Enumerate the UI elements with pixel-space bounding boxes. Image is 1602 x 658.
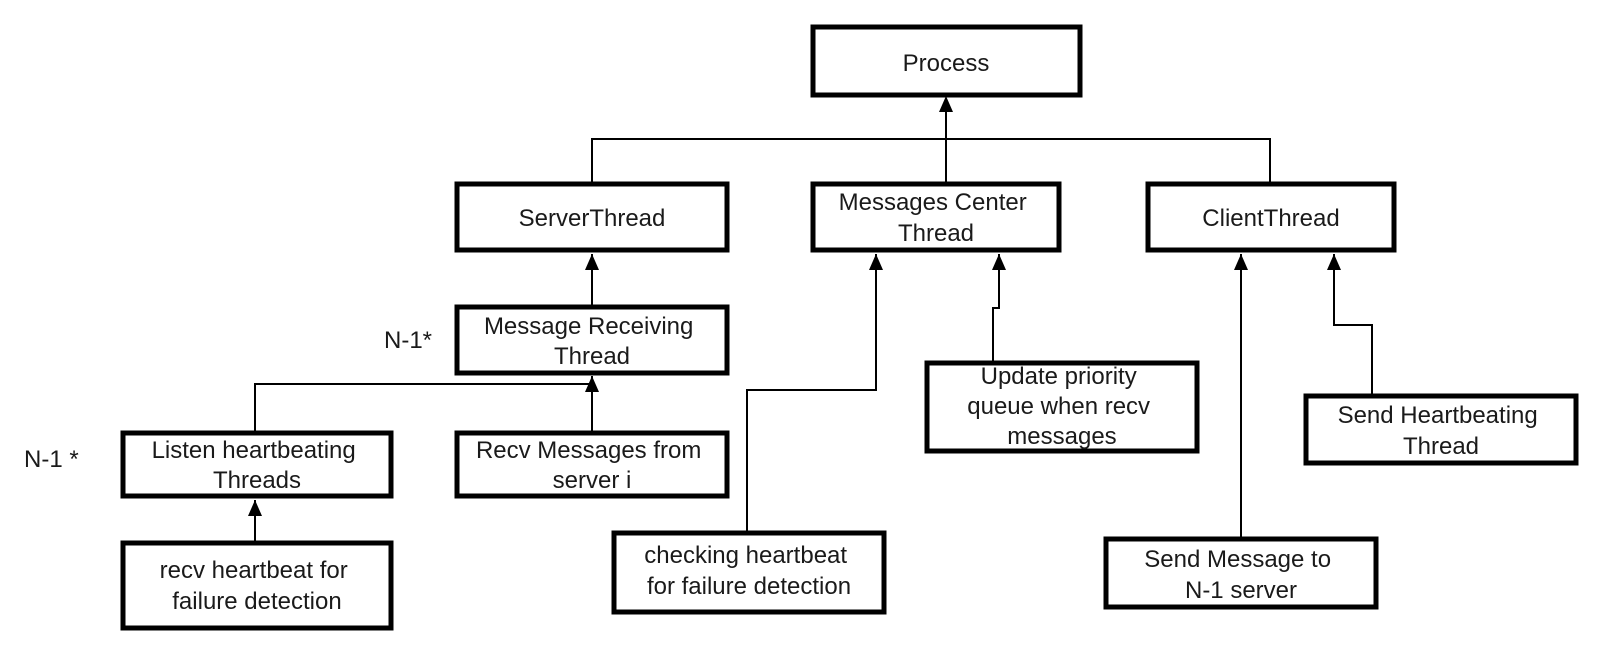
node-update-priority-queue-label: Update priority queue when recv messages: [967, 363, 1156, 450]
node-recv-messages-from-server-label: Recv Messages from server i: [476, 437, 708, 494]
arrowhead-message-receiving: [585, 376, 599, 392]
arrowhead-messages-center-right: [992, 254, 1006, 270]
node-client-thread-label: ClientThread: [1202, 205, 1339, 232]
node-recv-heartbeat: recv heartbeat for failure detection: [120, 540, 394, 631]
arrowhead-client-thread-left: [1234, 254, 1248, 270]
message-receiving-multiplicity-label: N-1*: [384, 327, 432, 354]
node-recv-heartbeat-label: recv heartbeat for failure detection: [160, 557, 355, 615]
node-listen-heartbeating-threads: Listen heartbeating Threads: [120, 430, 394, 499]
node-send-message-label: Send Message to N-1 server: [1144, 546, 1337, 604]
node-update-priority-queue: Update priority queue when recv messages: [924, 360, 1200, 454]
node-checking-heartbeat-label: checking heartbeat for failure detection: [644, 542, 853, 600]
edge-listen-heartbeating-to-message-receiving: [254, 376, 593, 432]
node-process-label: Process: [903, 50, 990, 77]
node-messages-center-thread-label: Messages Center Thread: [839, 189, 1034, 247]
node-recv-messages-from-server: Recv Messages from server i: [454, 430, 730, 499]
node-send-heartbeating-thread: Send Heartbeating Thread: [1303, 393, 1579, 466]
node-client-thread: ClientThread: [1145, 181, 1397, 253]
node-listen-heartbeating-threads-label: Listen heartbeating Threads: [152, 437, 363, 494]
edge-checking-heartbeat-to-messages-center: [746, 254, 877, 532]
node-process: Process: [810, 24, 1083, 98]
node-send-heartbeating-thread-label: Send Heartbeating Thread: [1338, 402, 1545, 460]
listen-heartbeating-multiplicity-label: N-1 *: [24, 446, 79, 473]
edge-client-thread-to-process: [946, 138, 1271, 183]
arrowhead-client-thread-right: [1327, 254, 1341, 270]
node-message-receiving-thread-label: Message Receiving Thread: [484, 313, 700, 370]
edge-update-priority-to-messages-center: [992, 254, 1000, 362]
arrowhead-process: [939, 96, 953, 112]
node-server-thread-label: ServerThread: [519, 205, 666, 232]
node-server-thread: ServerThread: [454, 181, 730, 253]
edges: [248, 96, 1373, 542]
node-message-receiving-thread: Message Receiving Thread: [454, 304, 730, 376]
edge-server-thread-to-process: [591, 100, 947, 183]
arrowhead-server-thread: [585, 254, 599, 270]
nodes: Process ServerThread Messages Center Thr…: [120, 24, 1579, 631]
arrowhead-listen-heartbeating: [248, 500, 262, 516]
node-send-message: Send Message to N-1 server: [1103, 536, 1379, 610]
node-checking-heartbeat: checking heartbeat for failure detection: [611, 530, 887, 615]
edge-send-heartbeating-to-client-thread: [1333, 254, 1373, 395]
node-messages-center-thread: Messages Center Thread: [810, 181, 1062, 253]
arrowhead-messages-center-left: [869, 254, 883, 270]
